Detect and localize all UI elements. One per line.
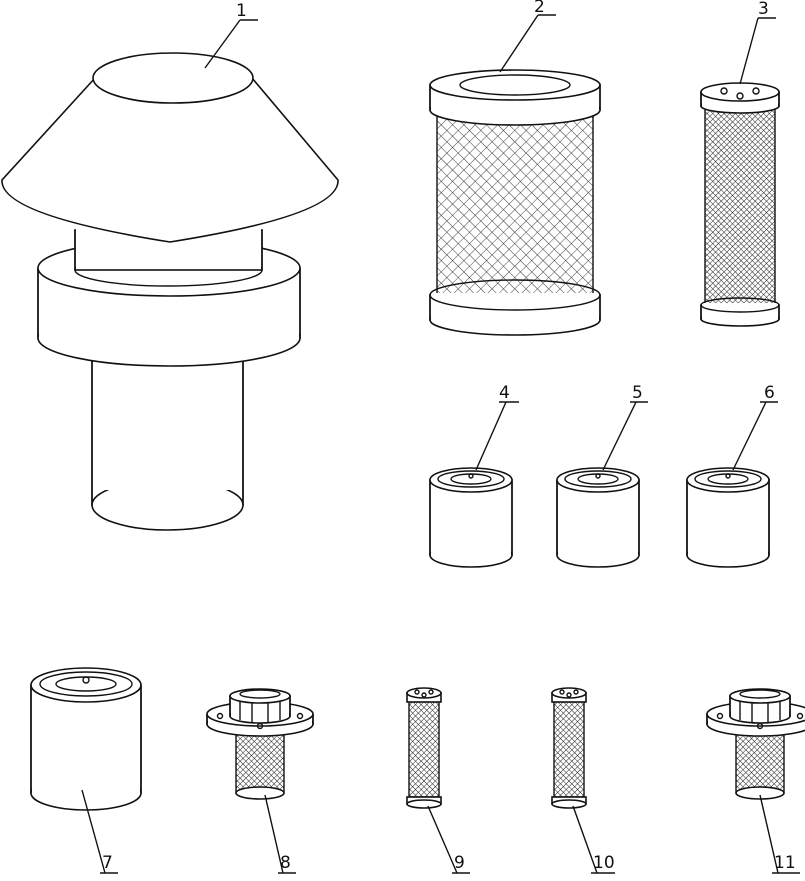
label-8: 8 — [280, 853, 291, 873]
part-3-filter: 3 — [700, 0, 780, 327]
label-1: 1 — [236, 1, 247, 21]
part-1-hood: 1 — [1, 1, 339, 531]
part-10-filter: 10 — [551, 687, 615, 874]
part-4-canister: 4 — [429, 383, 519, 568]
part-7-canister: 7 — [30, 667, 142, 874]
label-4: 4 — [499, 383, 510, 403]
label-2: 2 — [534, 0, 545, 17]
label-6: 6 — [764, 383, 775, 403]
part-11-flanged-filter: 11 — [706, 688, 805, 874]
label-3: 3 — [758, 0, 769, 19]
part-5-canister: 5 — [556, 383, 648, 568]
label-7: 7 — [102, 853, 113, 873]
label-5: 5 — [632, 383, 643, 403]
label-9: 9 — [454, 853, 465, 873]
part-8-flanged-filter: 8 — [206, 688, 314, 874]
part-2-filter: 2 — [429, 0, 601, 336]
label-10: 10 — [593, 853, 615, 873]
part-6-canister: 6 — [686, 383, 778, 568]
part-9-filter: 9 — [406, 687, 470, 874]
label-11: 11 — [774, 853, 796, 873]
